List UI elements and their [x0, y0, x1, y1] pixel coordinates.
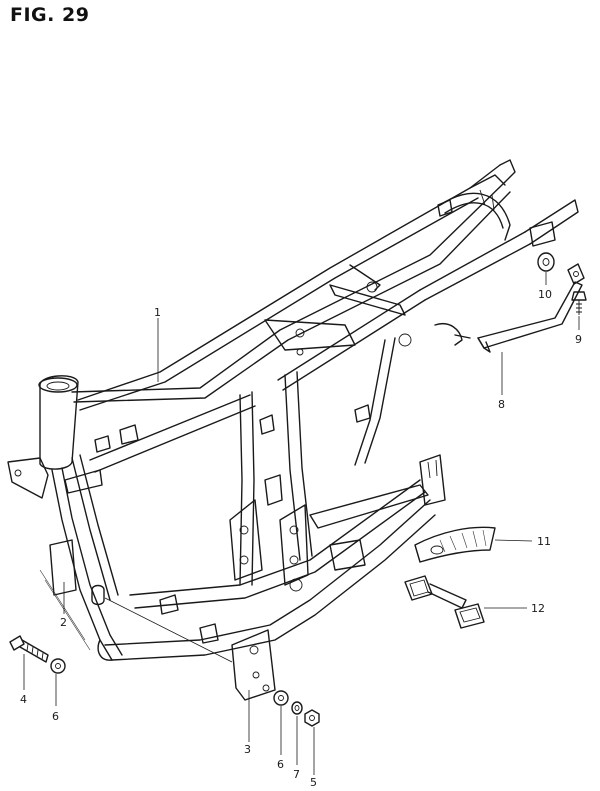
callout-4: 4 [20, 693, 27, 706]
callout-1: 1 [154, 306, 161, 319]
callout-8: 8 [498, 398, 505, 411]
cushion [537, 252, 555, 272]
frame-body [7, 159, 579, 661]
bolt-small [571, 291, 587, 315]
figure-title: FIG. 29 [10, 4, 90, 26]
callout-2: 2 [60, 616, 67, 629]
callout-9: 9 [575, 333, 582, 346]
callout-6-right: 6 [277, 758, 284, 771]
leader-lines [23, 272, 580, 775]
washer-right [273, 690, 289, 706]
callouts: 1 2 3 4 5 6 6 7 8 9 10 11 12 [20, 288, 582, 789]
callout-6-left: 6 [52, 710, 59, 723]
nut [304, 709, 320, 727]
bolt [9, 635, 49, 663]
callout-12: 12 [531, 602, 545, 615]
callout-3: 3 [244, 743, 251, 756]
callout-10: 10 [538, 288, 552, 301]
spring-washer [291, 701, 303, 715]
callout-11: 11 [537, 535, 551, 548]
pad [414, 526, 496, 563]
stay-bracket [477, 263, 585, 353]
callout-7: 7 [293, 768, 300, 781]
engine-mount-bracket [231, 629, 276, 701]
band [404, 575, 485, 629]
washer-left [50, 658, 66, 674]
callout-5: 5 [310, 776, 317, 789]
